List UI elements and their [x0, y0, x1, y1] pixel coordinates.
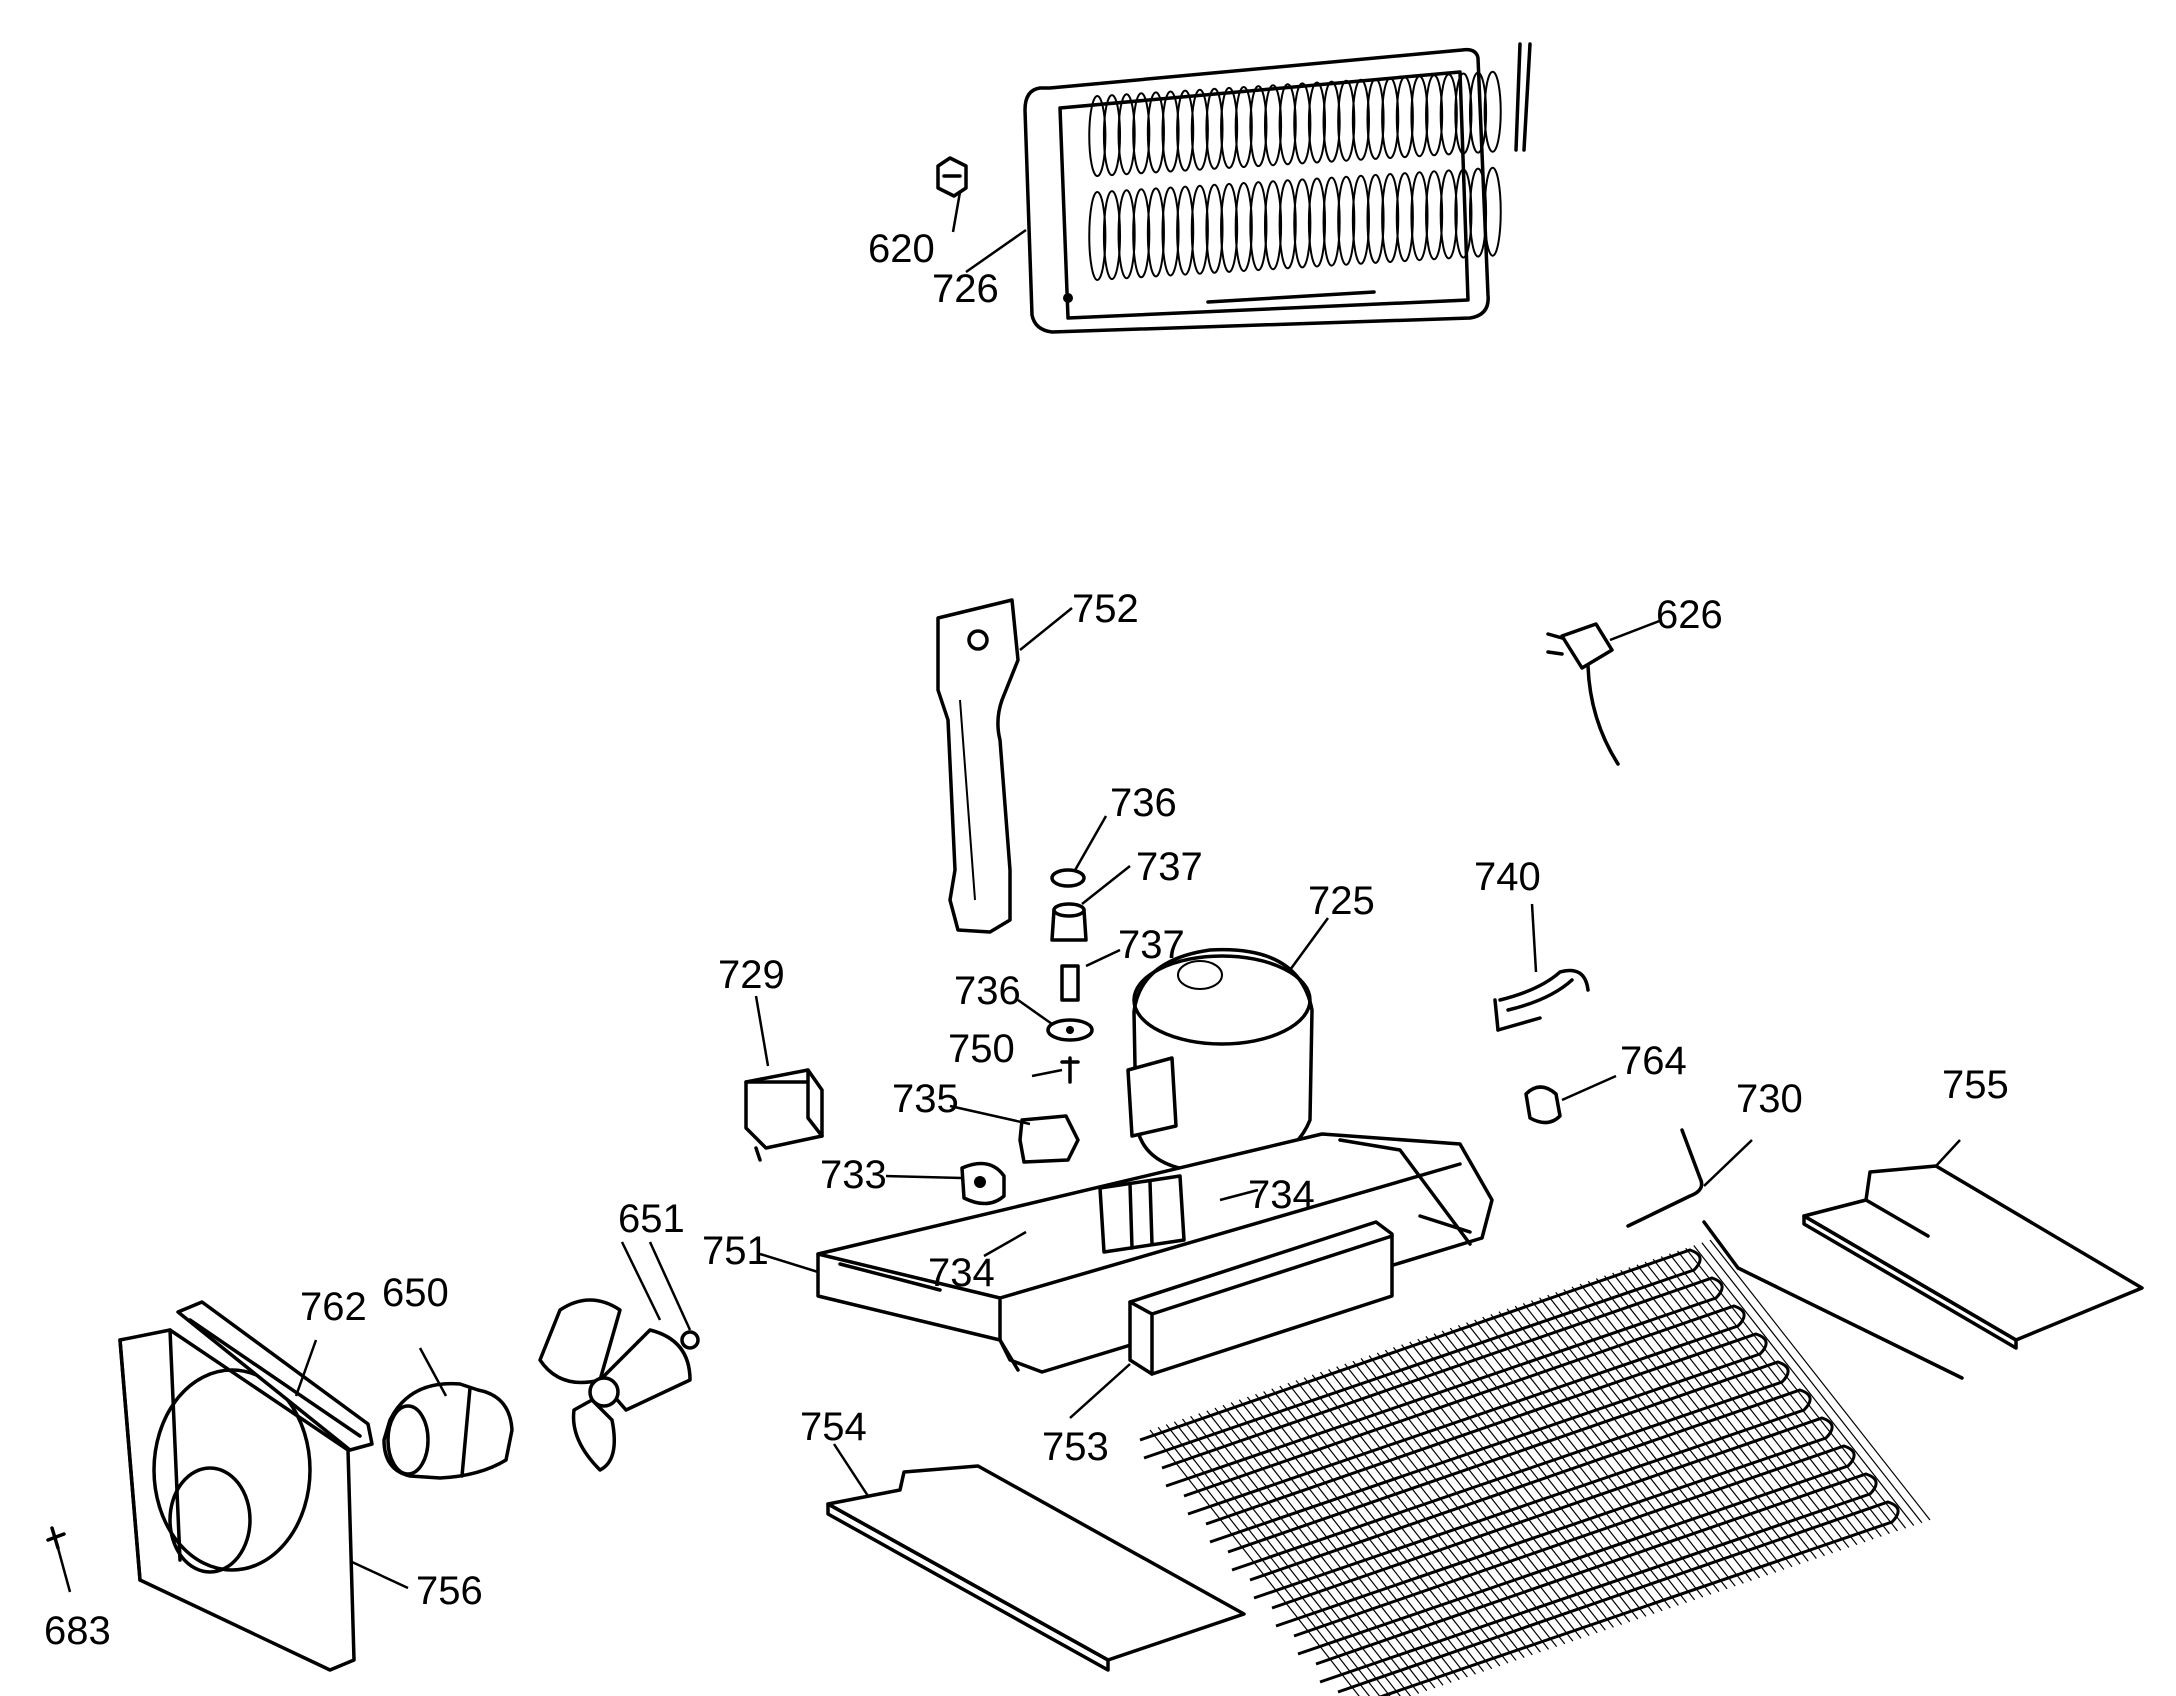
- label-626: 626: [1656, 593, 1723, 637]
- label-650: 650: [382, 1271, 449, 1315]
- condenser-coil-part: [1139, 1128, 1964, 1696]
- clamp-part: [1524, 1085, 1562, 1125]
- label-734-right: 734: [1248, 1173, 1315, 1217]
- screw-part: [46, 1526, 66, 1550]
- label-736-bottom: 736: [954, 969, 1021, 1013]
- label-733: 733: [820, 1153, 887, 1197]
- label-737-top: 737: [1136, 845, 1203, 889]
- label-683: 683: [44, 1609, 111, 1653]
- defrost-thermostat-part: [936, 156, 968, 198]
- label-753: 753: [1042, 1425, 1109, 1469]
- fan-motor-part: [382, 1381, 514, 1480]
- label-651: 651: [618, 1197, 685, 1241]
- label-751: 751: [702, 1229, 769, 1273]
- label-620: 620: [868, 227, 935, 271]
- label-755: 755: [1942, 1063, 2009, 1107]
- label-752: 752: [1072, 587, 1139, 631]
- label-762: 762: [300, 1285, 367, 1329]
- evaporator-assembly: [1023, 42, 1532, 334]
- label-726: 726: [932, 267, 999, 311]
- plate-part-right: [1802, 1164, 2144, 1350]
- label-730: 730: [1736, 1077, 1803, 1121]
- label-725: 725: [1308, 879, 1375, 923]
- overload-parts: [960, 1114, 1080, 1206]
- label-735: 735: [892, 1077, 959, 1121]
- label-734-left: 734: [928, 1251, 995, 1295]
- label-740: 740: [1474, 855, 1541, 899]
- relay-part: [744, 1068, 824, 1162]
- mounting-hardware: [1046, 868, 1094, 1084]
- leader-lines: [56, 191, 1961, 1593]
- fan-blade-part: [538, 1298, 700, 1472]
- label-756: 756: [416, 1569, 483, 1613]
- label-754: 754: [800, 1405, 867, 1449]
- part-labels: 620 726 752 626 736 737 737 736 750 725 …: [44, 227, 2009, 1653]
- compressor-part: [1126, 947, 1314, 1174]
- power-cord-part: [1546, 622, 1620, 766]
- label-764: 764: [1620, 1039, 1687, 1083]
- label-750: 750: [948, 1027, 1015, 1071]
- fan-shroud-part: [118, 1300, 374, 1672]
- drain-bar-part: [1128, 1220, 1394, 1376]
- label-736-top: 736: [1110, 781, 1177, 825]
- clip-part: [1493, 968, 1590, 1032]
- label-729: 729: [718, 953, 785, 997]
- label-737-bottom: 737: [1118, 923, 1185, 967]
- bracket-part: [936, 598, 1020, 934]
- plate-part-left: [826, 1464, 1246, 1672]
